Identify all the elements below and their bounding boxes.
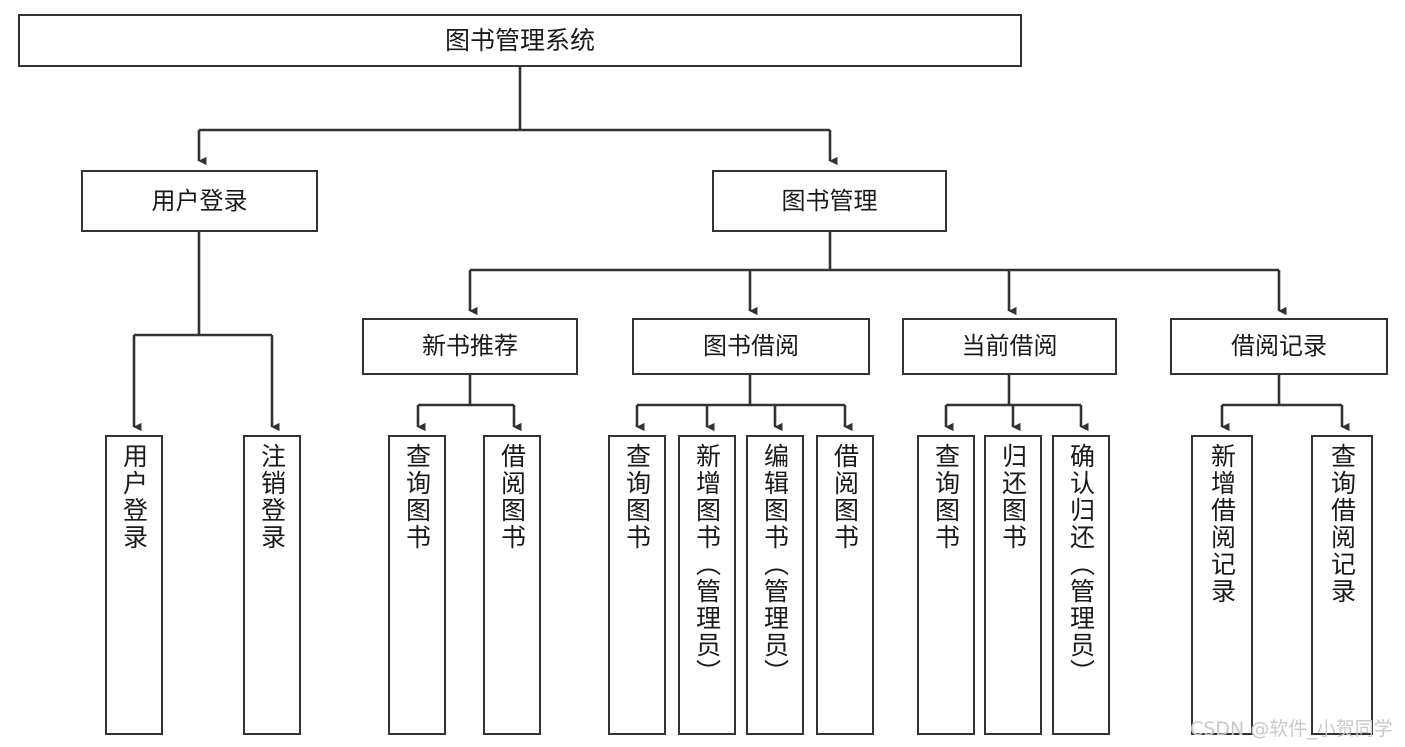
- node-label: 用户登录: [151, 186, 248, 215]
- node-label: 新书推荐: [422, 332, 518, 361]
- node-label: 查询借阅记录: [1327, 443, 1357, 605]
- node-book-borrow[interactable]: 图书借阅: [632, 318, 870, 375]
- leaf-current-confirm-return-admin[interactable]: 确认归还（管理员）: [1052, 435, 1110, 735]
- node-label: 借阅记录: [1231, 332, 1327, 361]
- node-label: 确认归还（管理员）: [1066, 443, 1096, 686]
- leaf-recommend-borrow-book[interactable]: 借阅图书: [483, 435, 541, 735]
- node-user-login[interactable]: 用户登录: [81, 170, 318, 232]
- node-label: 查询图书: [931, 443, 961, 551]
- node-label: 归还图书: [998, 443, 1028, 551]
- node-label: 当前借阅: [961, 332, 1058, 361]
- leaf-borrow-borrow-book[interactable]: 借阅图书: [816, 435, 874, 735]
- leaf-current-return-book[interactable]: 归还图书: [984, 435, 1042, 735]
- node-label: 编辑图书（管理员）: [760, 443, 790, 686]
- node-label: 用户登录: [119, 443, 149, 551]
- leaf-borrow-add-book-admin[interactable]: 新增图书（管理员）: [678, 435, 736, 735]
- node-label: 注销登录: [257, 443, 287, 551]
- node-label: 图书管理系统: [444, 25, 595, 55]
- node-label: 查询图书: [402, 443, 432, 551]
- node-label: 新增图书（管理员）: [692, 443, 722, 686]
- leaf-user-login-logout[interactable]: 注销登录: [243, 435, 301, 735]
- leaf-record-query-record[interactable]: 查询借阅记录: [1311, 435, 1373, 735]
- node-label: 借阅图书: [830, 443, 860, 551]
- csdn-watermark: CSDN @软件_小贺同学: [1190, 718, 1393, 740]
- node-label: 查询图书: [622, 443, 652, 551]
- leaf-user-login-login[interactable]: 用户登录: [105, 435, 163, 735]
- leaf-borrow-edit-book-admin[interactable]: 编辑图书（管理员）: [746, 435, 804, 735]
- node-label: 新增借阅记录: [1207, 443, 1237, 605]
- node-book-management[interactable]: 图书管理: [712, 170, 947, 232]
- node-label: 图书借阅: [703, 332, 799, 361]
- node-borrow-record[interactable]: 借阅记录: [1170, 318, 1388, 375]
- leaf-recommend-query-book[interactable]: 查询图书: [388, 435, 446, 735]
- node-root-system[interactable]: 图书管理系统: [18, 14, 1022, 67]
- node-current-borrow[interactable]: 当前借阅: [902, 318, 1117, 375]
- node-label: 图书管理: [781, 186, 878, 215]
- node-new-book-recommend[interactable]: 新书推荐: [362, 318, 578, 375]
- leaf-current-query-book[interactable]: 查询图书: [917, 435, 975, 735]
- node-label: 借阅图书: [497, 443, 527, 551]
- leaf-record-add-record[interactable]: 新增借阅记录: [1191, 435, 1253, 735]
- leaf-borrow-query-book[interactable]: 查询图书: [608, 435, 666, 735]
